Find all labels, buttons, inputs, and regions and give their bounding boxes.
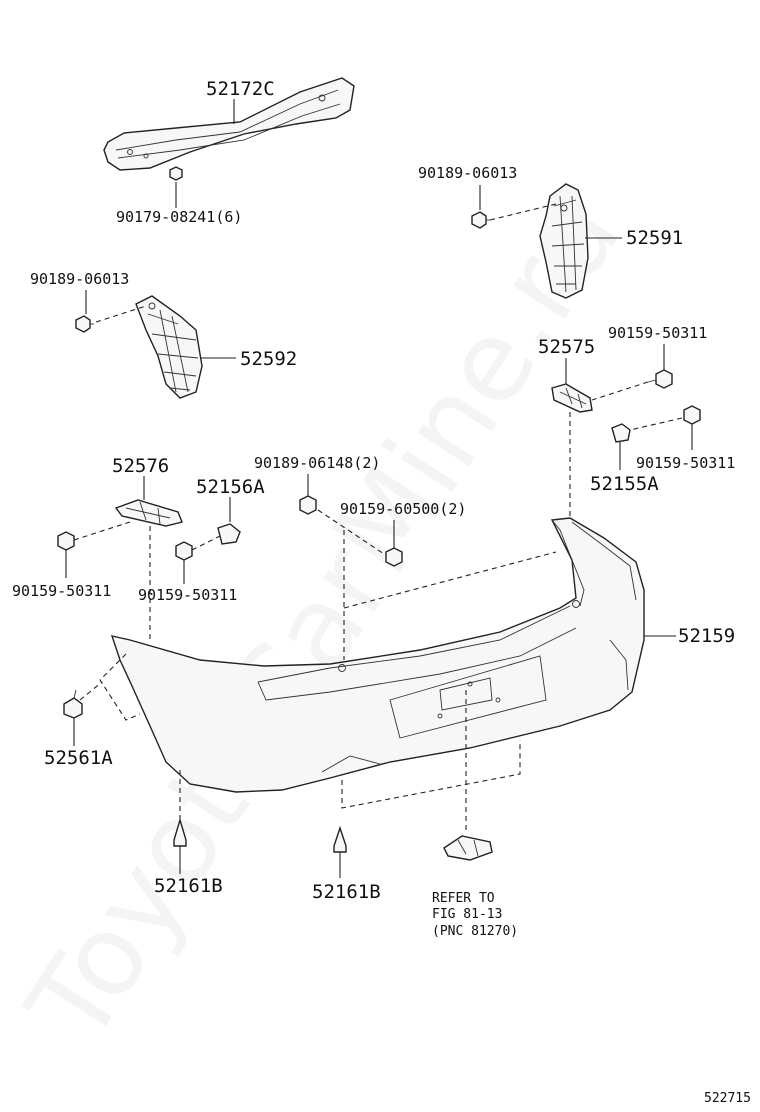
label-52561a: 52561A: [44, 747, 113, 769]
dash-52161b-mid: [341, 740, 521, 809]
label-90189-06148: 90189-06148(2): [254, 454, 380, 472]
dash-90189-06148: [317, 509, 385, 555]
label-90189-06013-top: 90189-06013: [418, 164, 517, 182]
part-52156a-clip: [217, 523, 241, 545]
label-90159-50311-d: 90159-50311: [138, 586, 237, 604]
dash-52561a-rivet: [79, 681, 103, 701]
label-refer-line1: REFER TO: [432, 891, 495, 906]
part-52576-retainer: [114, 499, 183, 527]
license-lamp-icon: [443, 835, 493, 861]
part-52591-bracket: [539, 183, 589, 299]
clip-52161b-left-icon: [173, 817, 187, 847]
label-90159-50311-a: 90159-50311: [608, 324, 707, 342]
label-52172c: 52172C: [206, 78, 275, 100]
clip-52161b-mid-icon: [333, 825, 347, 853]
dash-90189-52591: [489, 203, 557, 221]
clip-90189-06148-icon: [299, 495, 317, 515]
label-52575: 52575: [538, 336, 595, 358]
label-90159-50311-c: 90159-50311: [12, 582, 111, 600]
label-90179-08241: 90179-08241(6): [116, 208, 242, 226]
screw-90159-d-icon: [175, 541, 193, 561]
dash-90159-b: [629, 417, 683, 431]
label-52155a: 52155A: [590, 473, 659, 495]
clip-90189-top-icon: [471, 211, 490, 229]
screw-90159-60500-icon: [385, 547, 403, 567]
rivet-52561a-icon: [63, 689, 83, 719]
dash-90159-a: [591, 381, 649, 401]
label-52592: 52592: [240, 348, 297, 370]
clip-90189-left-icon: [75, 315, 94, 333]
screw-90159-b-icon: [683, 405, 701, 425]
label-52576: 52576: [112, 455, 169, 477]
screw-90159-c-icon: [57, 531, 75, 551]
dash-90159-d: [191, 535, 221, 551]
part-52575-retainer: [551, 383, 593, 413]
part-52159-bumper-cover: [110, 517, 645, 793]
label-52161b-left: 52161B: [154, 875, 223, 897]
screw-90159-a-icon: [647, 369, 673, 389]
figure-id: 522715: [704, 1091, 751, 1106]
part-52592-bracket: [135, 295, 203, 399]
dash-center-right: [343, 551, 557, 609]
label-90159-60500: 90159-60500(2): [340, 500, 466, 518]
label-90159-50311-b: 90159-50311: [636, 454, 735, 472]
label-52161b-mid: 52161B: [312, 881, 381, 903]
dash-52561a: [99, 653, 141, 721]
nut-90179-icon: [169, 166, 183, 181]
label-52156a: 52156A: [196, 476, 265, 498]
label-52591: 52591: [626, 227, 683, 249]
part-52155a-retainer: [611, 423, 631, 443]
label-refer-line3: (PNC 81270): [432, 924, 518, 939]
part-52172c-bracket: [103, 77, 355, 171]
label-52159: 52159: [678, 625, 735, 647]
label-refer-line2: FIG 81-13: [432, 907, 502, 922]
dash-90159-c: [73, 521, 131, 541]
label-90189-06013-left: 90189-06013: [30, 270, 129, 288]
